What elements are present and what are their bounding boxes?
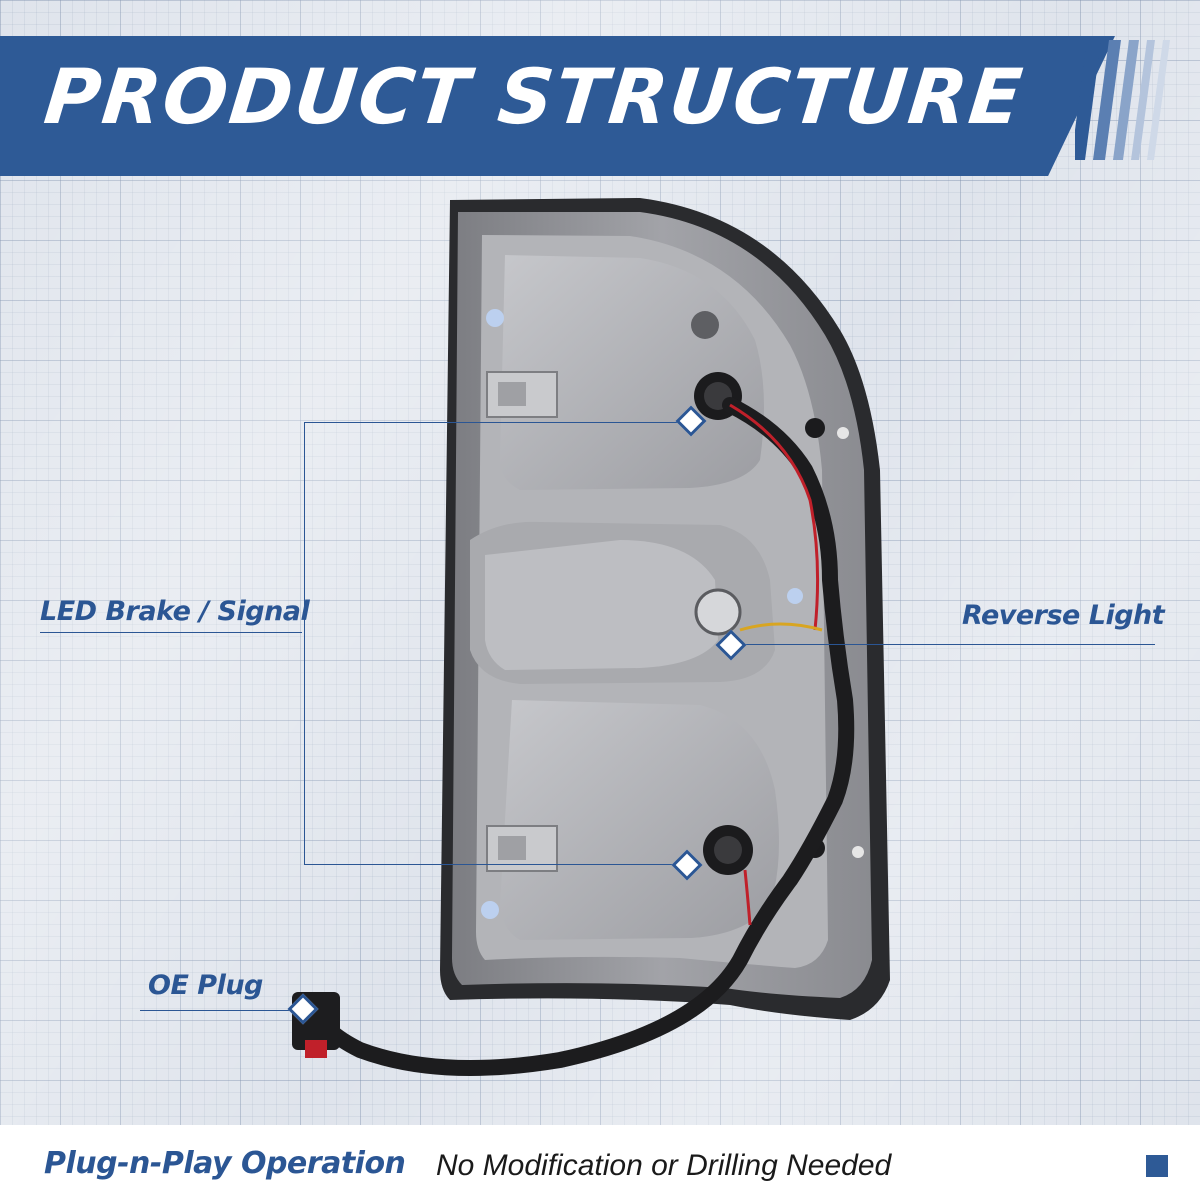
footer-subtext: No Modification or Drilling Needed [436,1149,892,1182]
oe-plug-underline [140,1010,300,1011]
footer-square-icon [1146,1155,1168,1177]
brake-signal-label: LED Brake / Signal [40,596,310,627]
footer-bar [0,1125,1200,1200]
brake-signal-top-leader [304,422,689,423]
brake-signal-bracket [304,422,305,864]
brake-signal-underline [40,632,302,633]
footer-headline: Plug-n-Play Operation [44,1146,406,1181]
tail-light-assembly [292,198,890,1076]
banner-stripes-decoration [1075,40,1170,160]
oe-plug-label: OE Plug [148,970,263,1001]
reverse-light-leader [740,644,1155,645]
brake-signal-bottom-leader [304,864,682,865]
header-banner [0,36,1115,176]
reverse-light-label: Reverse Light [962,600,1165,631]
